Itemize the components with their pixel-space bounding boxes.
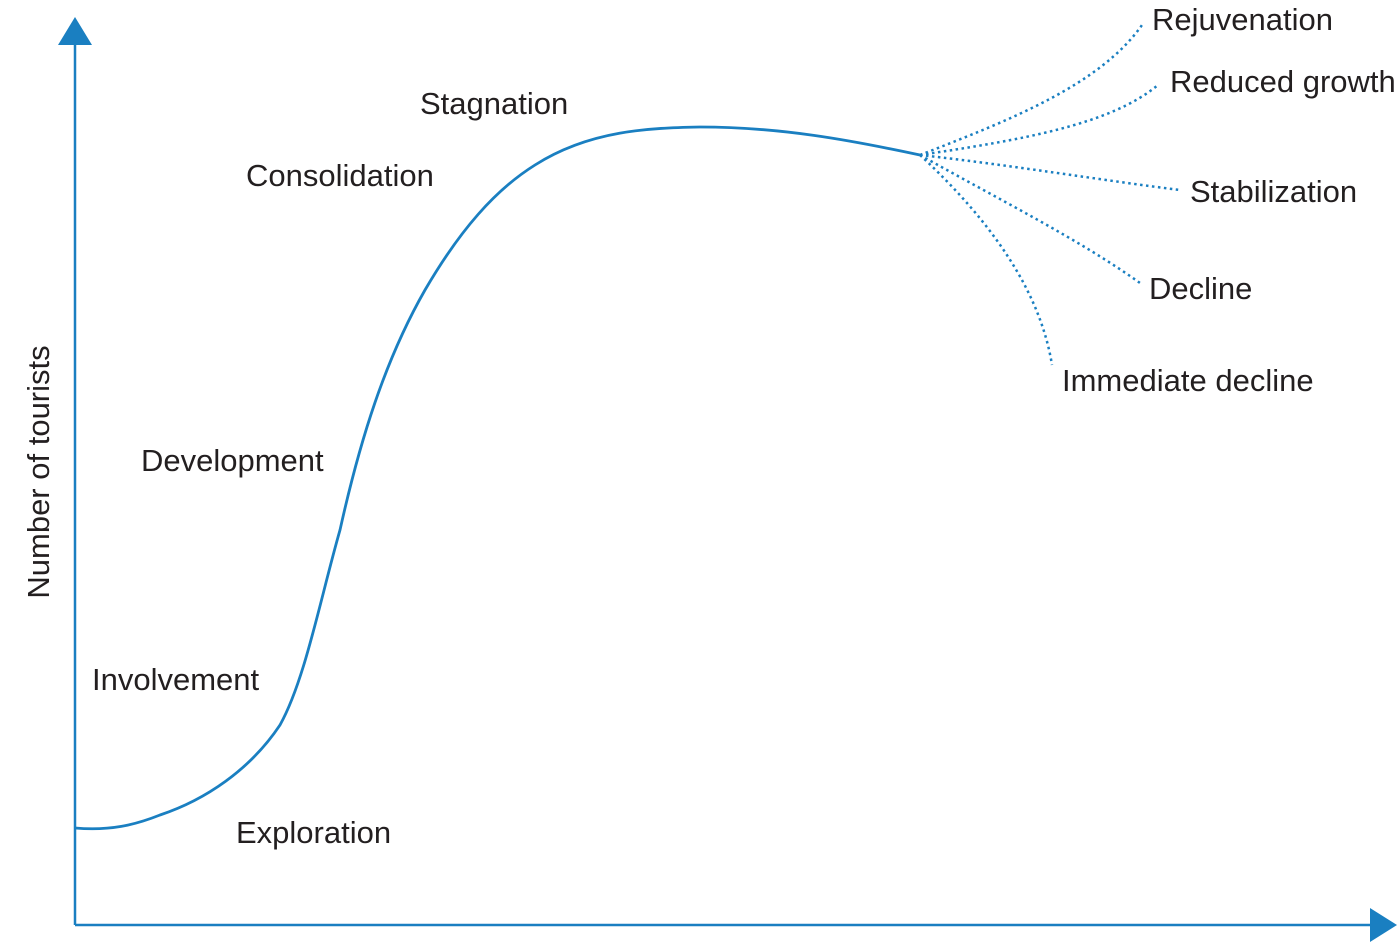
- stage-label-development: Development: [141, 443, 324, 478]
- outcome-label-rejuvenation: Rejuvenation: [1152, 2, 1333, 37]
- outcome-label-decline: Decline: [1149, 271, 1252, 306]
- stage-label-stagnation: Stagnation: [420, 86, 568, 121]
- x-axis-arrow-icon: [1370, 908, 1397, 942]
- stage-label-involvement: Involvement: [92, 662, 260, 697]
- stage-label-exploration: Exploration: [236, 815, 391, 850]
- life-cycle-curve: [74, 125, 921, 831]
- y-axis-label: Number of tourists: [21, 345, 56, 598]
- branch-decline: [919, 153, 1141, 285]
- y-axis-arrow-icon: [58, 17, 92, 45]
- outcome-label-immediate-decline: Immediate decline: [1062, 363, 1314, 398]
- branch-rejuvenation: [919, 24, 1144, 157]
- outcome-label-reduced-growth: Reduced growth: [1170, 64, 1396, 99]
- stage-label-consolidation: Consolidation: [246, 158, 434, 193]
- branch-immediate-decline: [919, 154, 1054, 366]
- branch-reduced-growth: [919, 84, 1159, 157]
- branch-stabilization: [919, 153, 1181, 192]
- outcome-label-stabilization: Stabilization: [1190, 174, 1357, 209]
